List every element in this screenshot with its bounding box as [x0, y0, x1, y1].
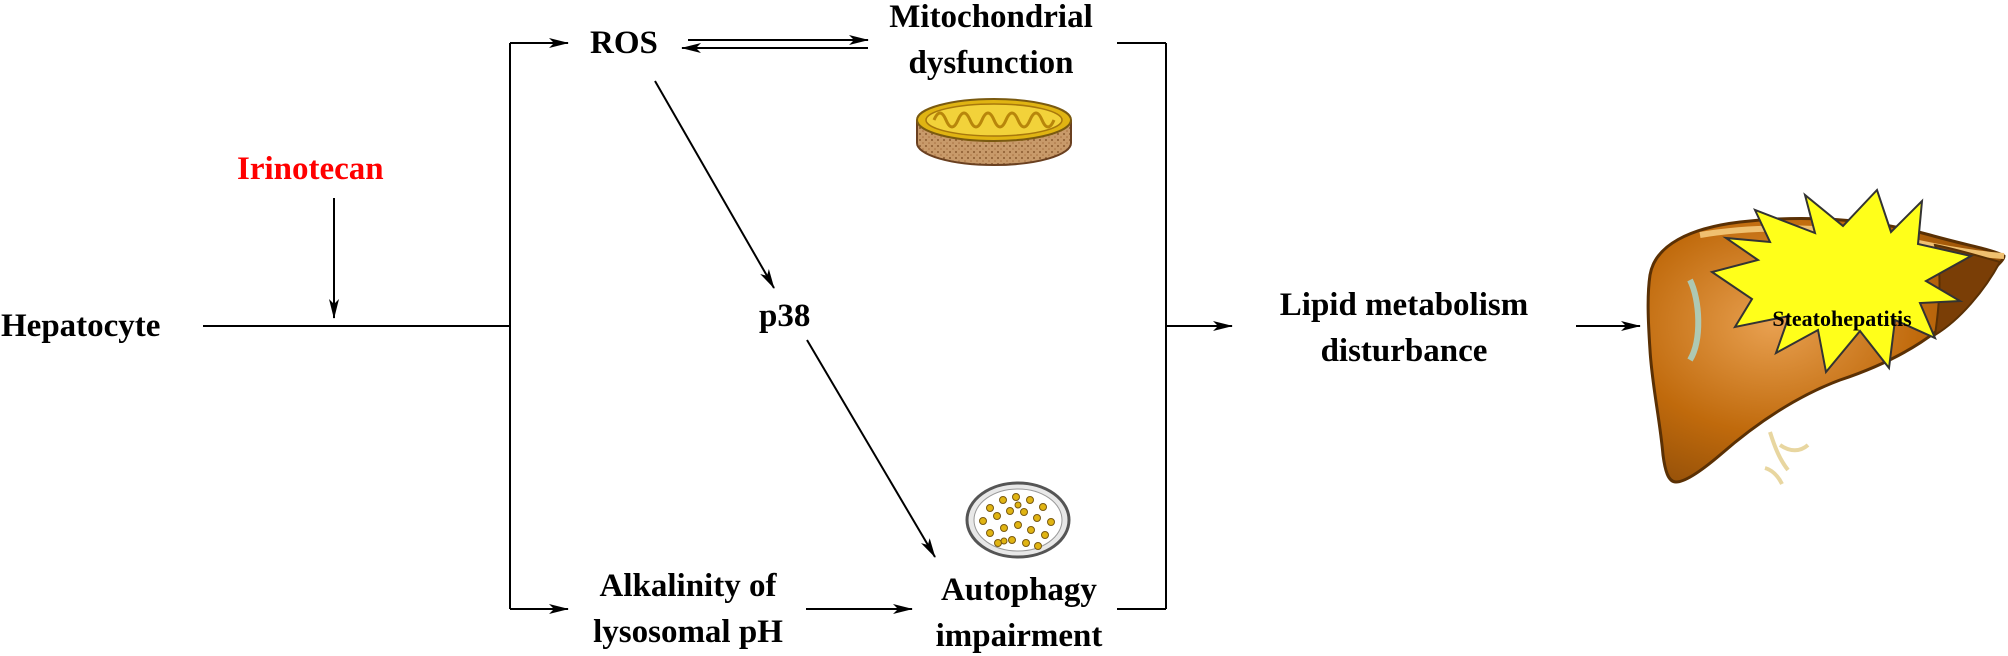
mito-dysfunction-line2: dysfunction: [908, 45, 1074, 81]
irinotecan-label: Irinotecan: [237, 151, 384, 187]
mito-dysfunction-label: Mitochondrial dysfunction: [865, 0, 1117, 86]
lipid-line2: disturbance: [1320, 333, 1488, 369]
p38-to-autophagy-arrow: [806, 339, 936, 558]
autophagy-line1: Autophagy: [941, 572, 1097, 608]
steato-starburst: [1709, 188, 1974, 375]
alkalinity-label: Alkalinity of lysosomal pH: [568, 563, 808, 655]
lysosome-icon: [965, 481, 1071, 559]
mitochondrion-icon: [916, 98, 1072, 166]
p38-label: p38: [759, 298, 811, 334]
ros-label: ROS: [590, 25, 658, 61]
autophagy-line2: impairment: [935, 618, 1103, 654]
mito-dysfunction-line1: Mitochondrial: [889, 0, 1093, 35]
steatohepatitis-label: Steatohepatitis: [1772, 306, 1912, 331]
lipid-label: Lipid metabolism disturbance: [1234, 282, 1574, 374]
alkalinity-line1: Alkalinity of: [599, 568, 777, 604]
ros-to-p38-arrow: [654, 80, 775, 289]
hepatocyte-label: Hepatocyte: [1, 308, 161, 344]
lipid-line1: Lipid metabolism: [1279, 287, 1529, 323]
autophagy-label: Autophagy impairment: [914, 567, 1124, 656]
alkalinity-line2: lysosomal pH: [593, 614, 783, 650]
